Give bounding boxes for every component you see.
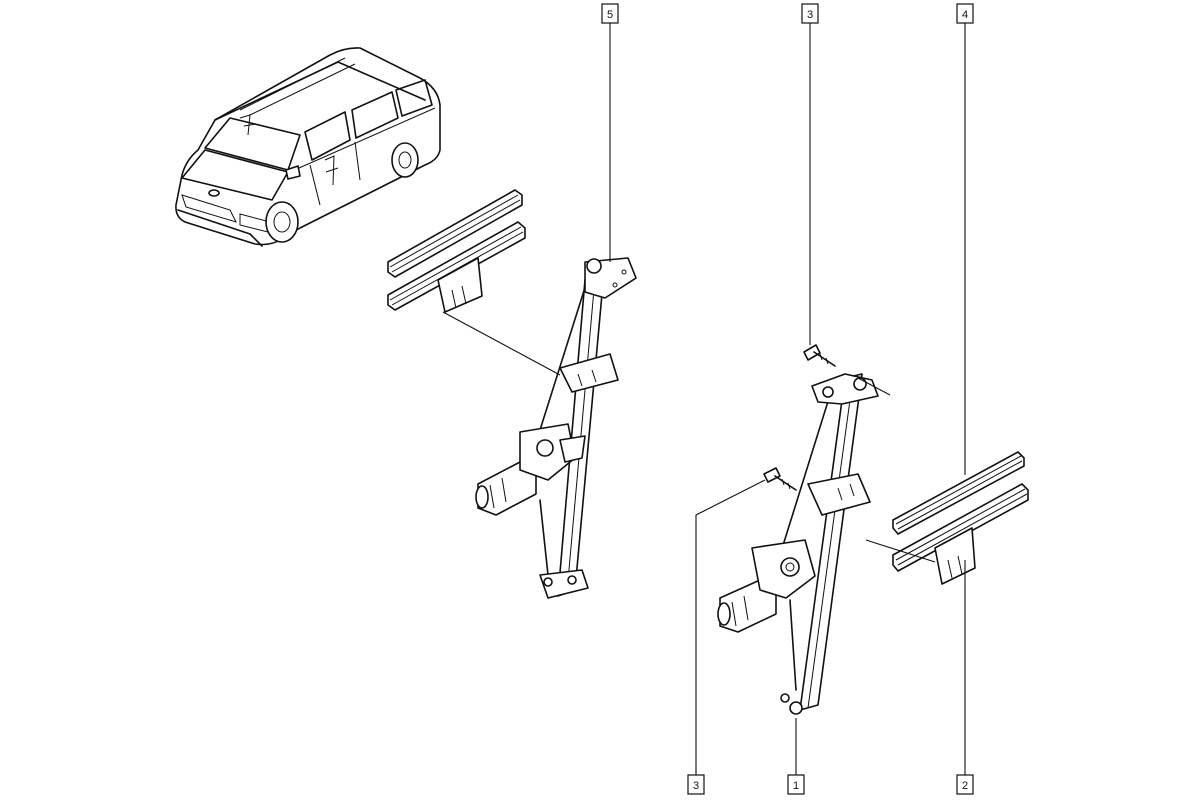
callout-label: 3	[807, 9, 813, 21]
callout-4-top: 4	[956, 3, 974, 24]
left-guide-rails	[387, 189, 526, 313]
right-window-regulator	[717, 373, 879, 715]
callout-1-bottom: 1	[787, 774, 805, 795]
callout-label: 5	[607, 9, 613, 21]
bolt-icon	[803, 344, 836, 367]
callout-2-bottom: 2	[956, 774, 974, 795]
callout-label: 1	[793, 780, 799, 792]
callout-label: 2	[962, 780, 968, 792]
callout-3-top: 3	[801, 3, 819, 24]
callout-label: 3	[693, 780, 699, 792]
assembly-lines	[442, 311, 936, 563]
callout-5-top: 5	[601, 3, 619, 24]
leader-lines	[609, 23, 966, 775]
bolt-icon	[763, 467, 797, 491]
minivan-icon	[175, 47, 441, 247]
left-window-regulator	[475, 257, 637, 599]
right-guide-rails	[892, 451, 1029, 585]
callout-label: 4	[962, 9, 968, 21]
callout-3-bottom: 3	[687, 774, 705, 795]
